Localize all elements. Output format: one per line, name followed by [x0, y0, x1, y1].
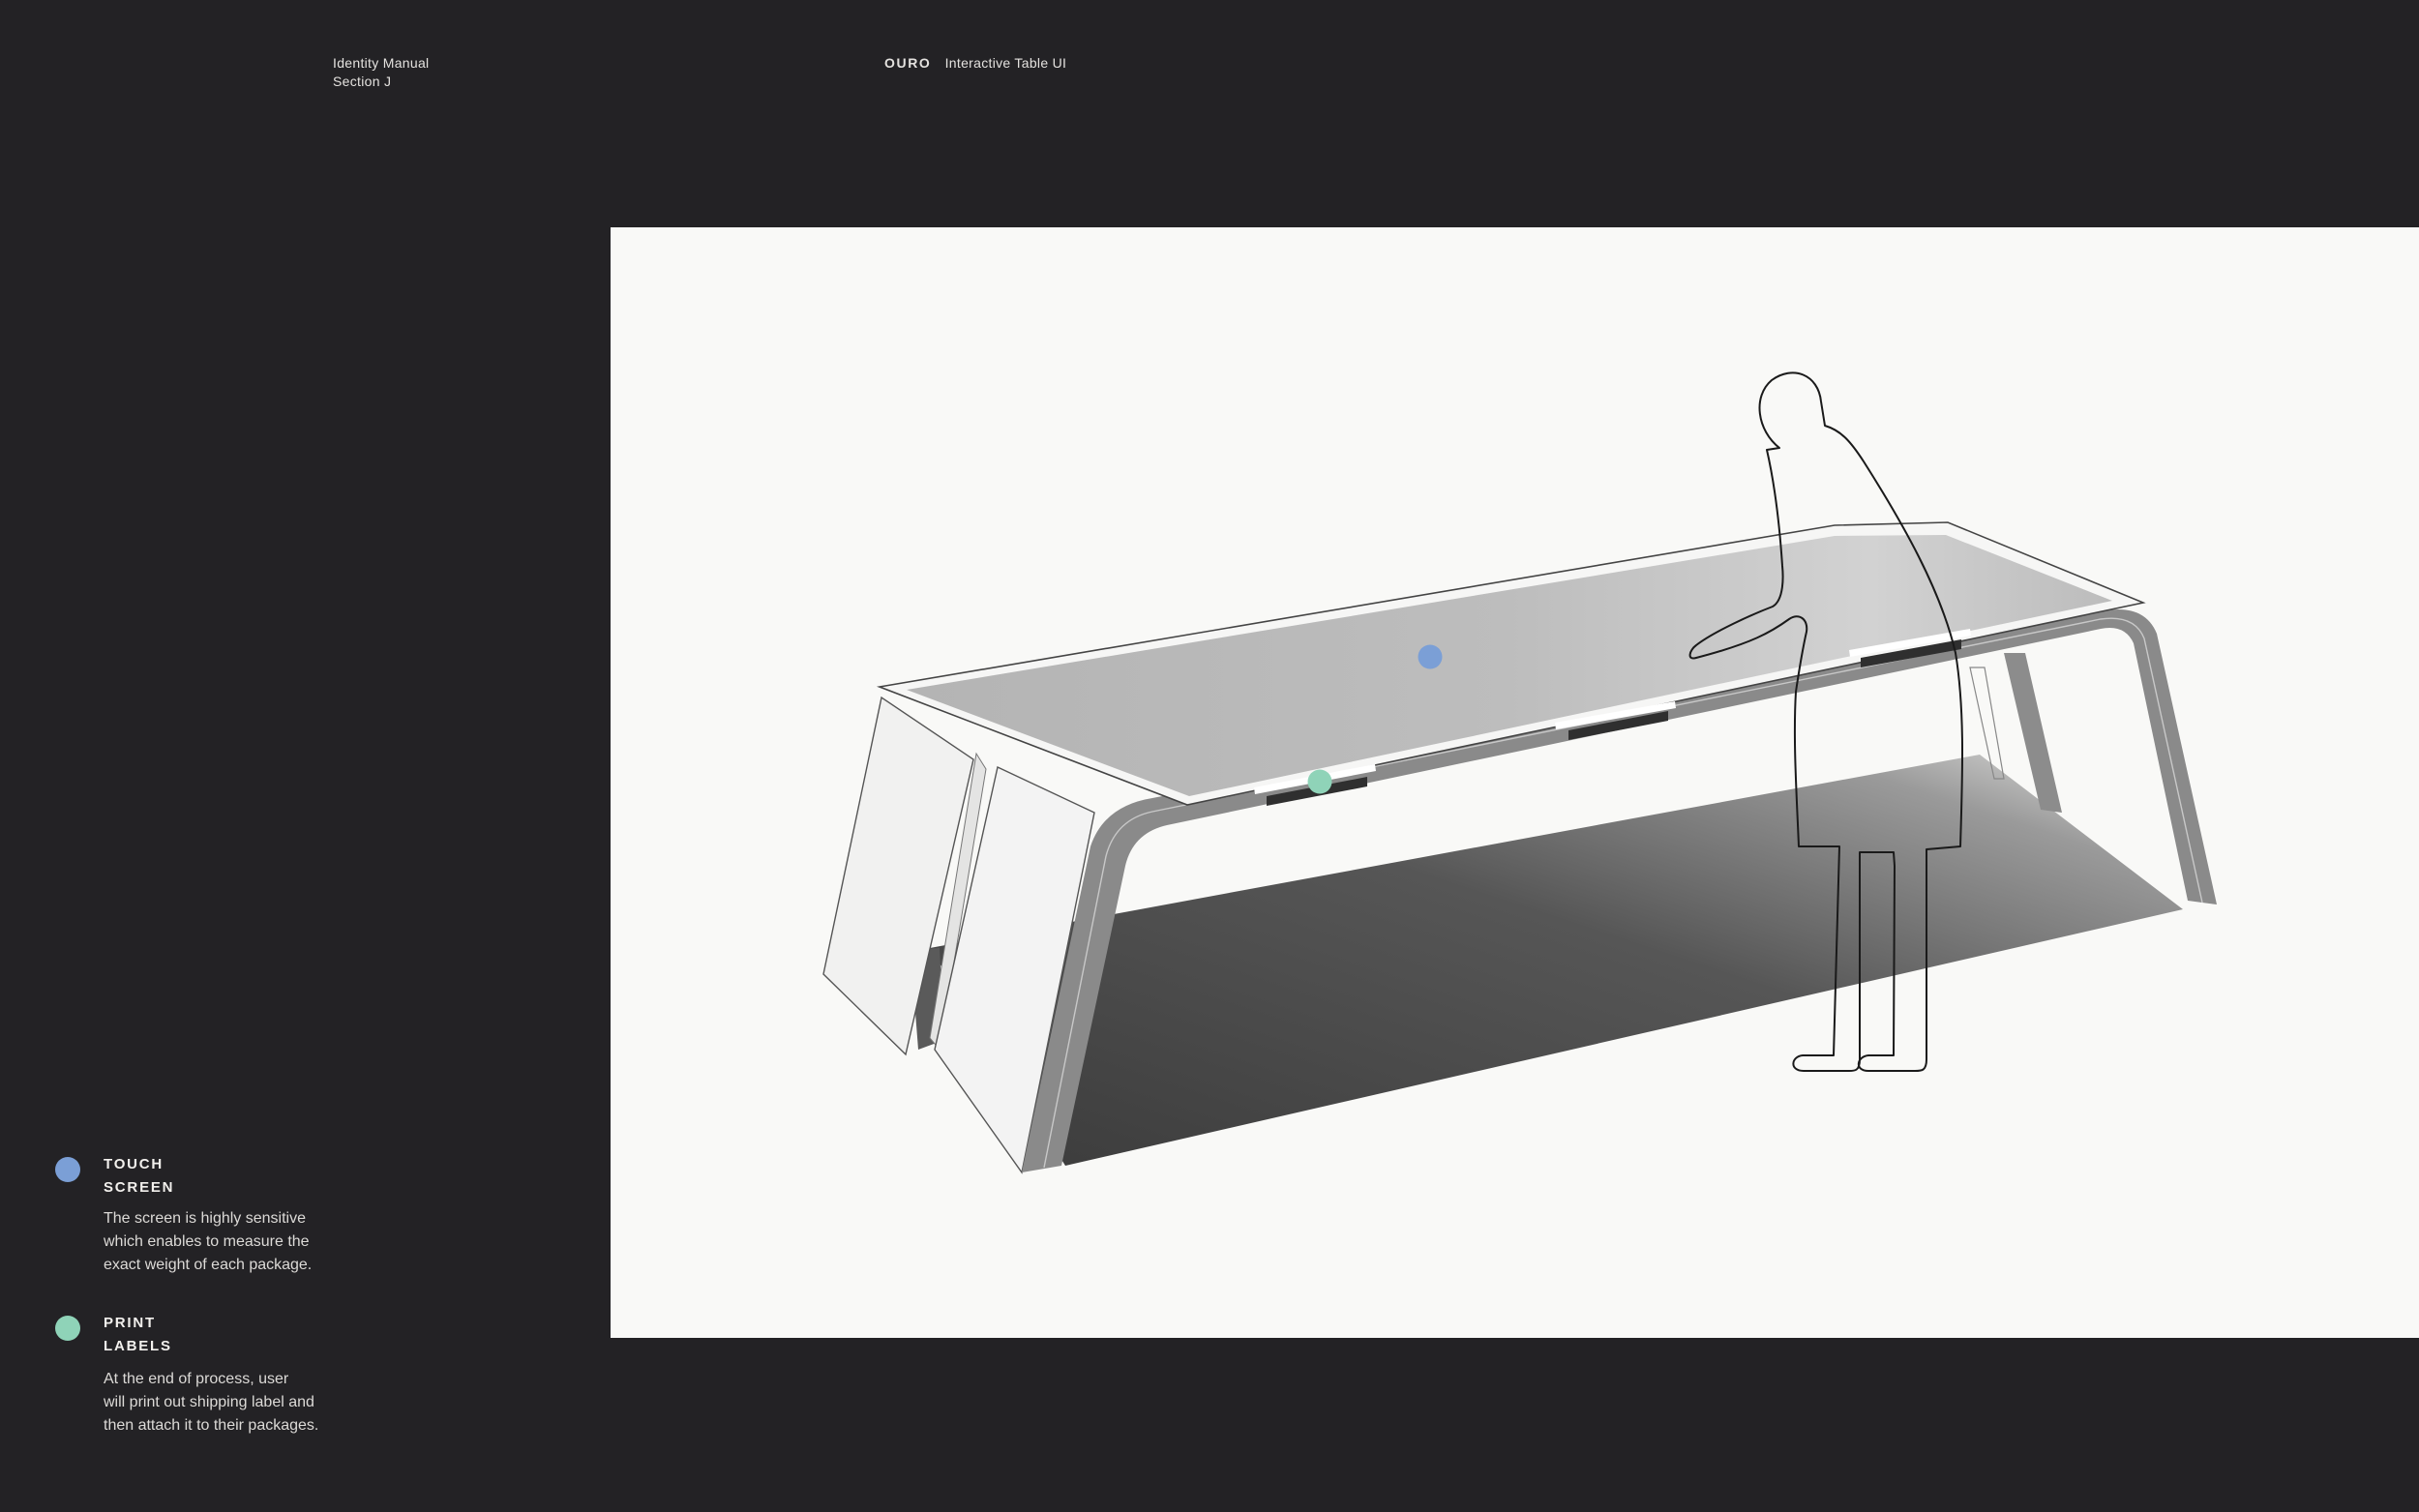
touch-screen-marker [1418, 644, 1443, 669]
print-labels-desc-line3: then attach it to their packages. [104, 1417, 319, 1434]
print-labels-title-line1: PRINT [104, 1315, 156, 1331]
touch-screen-desc-line3: exact weight of each package. [104, 1257, 313, 1273]
table-top [876, 521, 2146, 806]
document-title: OURO Interactive Table UI [884, 54, 1066, 73]
touch-screen-description: The screen is highly sensitive which ena… [104, 1207, 384, 1277]
print-labels-description: At the end of process, user will print o… [104, 1368, 384, 1438]
section-label: Section J [333, 74, 392, 89]
table-left-end [822, 696, 1095, 1174]
print-labels-desc-line1: At the end of process, user [104, 1371, 289, 1387]
document-subtitle: Interactive Table UI [944, 55, 1067, 71]
touch-screen-title-line2: SCREEN [104, 1179, 175, 1196]
print-labels-title: PRINT LABELS [104, 1312, 258, 1358]
brand-name: OURO [884, 55, 932, 71]
table-back-leg [1969, 653, 2062, 813]
manual-info: Identity Manual Section J [333, 54, 429, 91]
touch-screen-desc-line1: The screen is highly sensitive [104, 1210, 306, 1227]
print-labels-title-line2: LABELS [104, 1338, 172, 1354]
touch-screen-title: TOUCH SCREEN [104, 1153, 258, 1200]
person-outline [1688, 371, 1964, 1072]
touch-screen-dot [55, 1157, 80, 1182]
print-labels-dot [55, 1316, 80, 1341]
print-label-marker [1307, 769, 1332, 794]
touch-screen-title-line1: TOUCH [104, 1156, 164, 1172]
touch-screen-desc-line2: which enables to measure the [104, 1233, 310, 1250]
manual-title: Identity Manual [333, 55, 430, 71]
print-labels-desc-line2: will print out shipping label and [104, 1394, 314, 1410]
table-illustration [822, 371, 2217, 1174]
illustration-panel [611, 227, 2419, 1338]
floor-shadow [911, 755, 2183, 1166]
